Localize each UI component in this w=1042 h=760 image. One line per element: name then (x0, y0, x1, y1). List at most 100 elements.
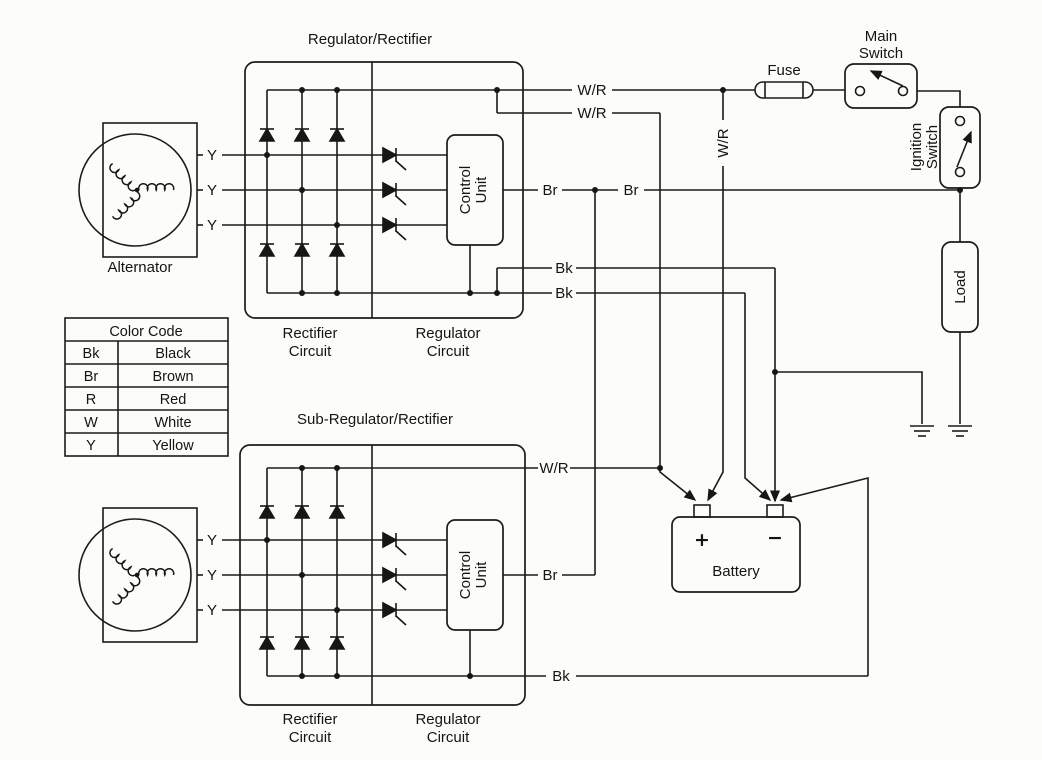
color-code: Bk (83, 346, 101, 362)
battery-body (671, 516, 801, 593)
diode-icon (329, 243, 345, 257)
diode-icon (259, 505, 275, 519)
load: Load (941, 241, 979, 333)
wire-label-br: Br (543, 567, 558, 584)
wire-label-br: Br (624, 182, 639, 199)
fuse: Fuse (754, 62, 814, 99)
control-unit-box (446, 134, 504, 246)
sub-regulator-rectifier: Sub-Regulator/Rectifier Control Unit Rec… (239, 411, 526, 746)
coil-icon (111, 576, 143, 607)
color-code: Br (84, 369, 99, 385)
wires-to-battery (659, 113, 869, 676)
main-switch-label: Switch (859, 45, 903, 62)
diode-icon (294, 243, 310, 257)
control-unit-label: Unit (473, 561, 490, 589)
color-code: W (84, 415, 98, 431)
wire-label-y: Y (207, 602, 217, 619)
diode-icon (259, 636, 275, 650)
diode-icon (329, 636, 345, 650)
sub-regulator-title: Sub-Regulator/Rectifier (297, 411, 453, 428)
alternator-frame (102, 507, 198, 643)
fuse-body (754, 81, 814, 99)
regulator-circuit-label: Circuit (427, 343, 470, 360)
star-point (134, 187, 140, 193)
alternator-sub (78, 507, 198, 643)
wire-label-br: Br (543, 182, 558, 199)
rectifier-circuit-label: Rectifier (282, 711, 337, 728)
wire-label-y: Y (207, 182, 217, 199)
alternator-top: Alternator (78, 122, 198, 276)
coil-icon (137, 183, 175, 191)
alternator-body (78, 133, 192, 247)
wire-label-wr: W/R (577, 82, 606, 99)
alternator-body (78, 518, 192, 632)
sub-control-unit-box (446, 519, 504, 631)
scr-icon (382, 182, 407, 206)
wire-labels: W/R W/R Br Br Bk Bk W/R W/R Br Bk Y Y Y … (207, 82, 732, 685)
contact (954, 166, 966, 178)
color-name: Red (160, 392, 187, 408)
alternator-label: Alternator (107, 259, 172, 276)
contact (897, 85, 909, 97)
plus-symbol: + (694, 529, 710, 551)
battery-terminal-minus (766, 504, 784, 518)
ignition-switch-label: Ignition (908, 123, 925, 171)
scr-icon (382, 147, 407, 171)
wire-wr-to-battery-plus (659, 113, 697, 501)
table-title: Color Code (109, 324, 182, 340)
coil-icon (107, 162, 138, 194)
wire-label-bk: Bk (555, 260, 573, 277)
scr-icon (382, 602, 407, 626)
color-name: Yellow (152, 438, 194, 454)
wire-label-wr: W/R (539, 460, 568, 477)
wire-fuse-to-battery-plus (707, 166, 724, 502)
battery-label: Battery (712, 563, 760, 580)
wire-label-wr-vertical: W/R (715, 128, 732, 157)
ignition-switch-label: Switch (924, 125, 941, 169)
regulator-rectifier: Regulator/Rectifier Control Unit Rectifi… (244, 31, 524, 360)
load-label: Load (952, 270, 969, 303)
rectifier-circuit-label: Rectifier (282, 325, 337, 342)
battery-terminal-plus (693, 504, 711, 518)
minus-symbol: − (767, 527, 783, 549)
wire-label-bk: Bk (555, 285, 573, 302)
main-switch: Main Switch (844, 28, 918, 109)
battery: + − Battery (671, 504, 801, 593)
wire-subbk-to-battery-minus (779, 476, 869, 676)
regulator-box (244, 61, 524, 319)
regulator-circuit-label: Regulator (415, 325, 480, 342)
main-switch-label: Main (865, 28, 898, 45)
color-name: Brown (152, 369, 193, 385)
diode-icon (294, 636, 310, 650)
wire-label-bk: Bk (552, 668, 570, 685)
wires (197, 89, 961, 677)
control-unit-label: Unit (473, 176, 490, 204)
scr-icon (382, 567, 407, 591)
main-switch-box (844, 63, 918, 109)
regulator-title: Regulator/Rectifier (308, 31, 432, 48)
ground-icon (910, 425, 934, 437)
switch-arm-icon (956, 130, 972, 168)
sub-regulator-box (239, 444, 526, 706)
alternator-frame (102, 122, 198, 258)
coil-icon (107, 547, 138, 579)
rectifier-circuit-label: Circuit (289, 729, 332, 746)
rectifier-circuit-label: Circuit (289, 343, 332, 360)
diode-icon (294, 505, 310, 519)
color-code-table: Color Code Bk Black Br Brown R Red W Whi… (64, 317, 229, 457)
switch-arm-icon (869, 70, 904, 87)
wire-label-wr: W/R (577, 105, 606, 122)
contact (954, 115, 966, 127)
color-code: Y (86, 438, 96, 454)
diode-icon (259, 243, 275, 257)
scr-icon (382, 217, 407, 241)
diode-icon (329, 505, 345, 519)
contact (854, 85, 866, 97)
color-name: White (154, 415, 191, 431)
star-point (134, 572, 140, 578)
fuse-label: Fuse (767, 62, 800, 79)
diode-icon (259, 128, 275, 142)
control-unit-label: Control (457, 551, 474, 599)
